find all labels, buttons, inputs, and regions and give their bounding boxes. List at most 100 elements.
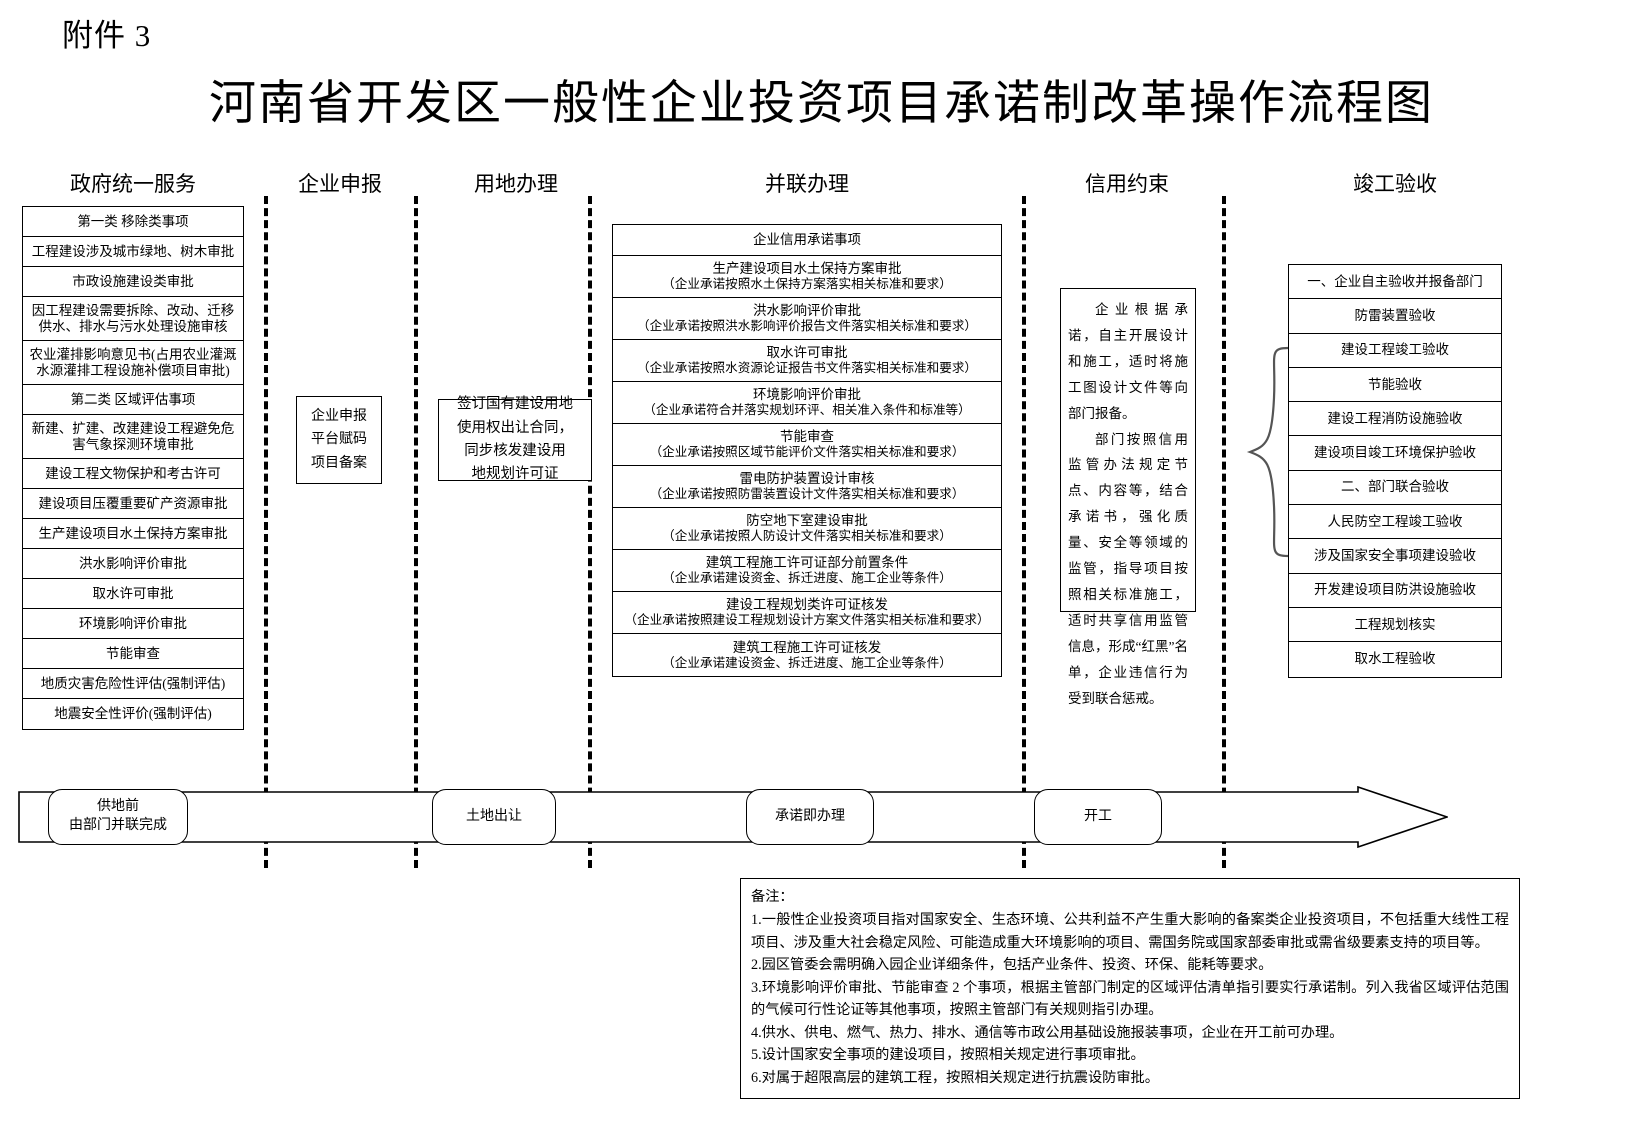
list-item[interactable]: 建筑工程施工许可证核发 （企业承诺建设资金、拆迁进度、施工企业等条件）: [613, 634, 1001, 676]
stage-line-1: 供地前: [97, 799, 139, 815]
attachment-label: 附件 3: [62, 18, 152, 53]
column-header-gov-service: 政府统一服务: [70, 172, 196, 196]
list-item[interactable]: 节能审查: [23, 639, 243, 669]
list-item[interactable]: 地质灾害危险性评估(强制评估): [23, 669, 243, 699]
list-item[interactable]: 建设项目压覆重要矿产资源审批: [23, 489, 243, 519]
notes-box: 备注： 1.一般性企业投资项目指对国家安全、生态环境、公共利益不产生重大影响的备…: [740, 878, 1520, 1099]
note-item: 4.供水、供电、燃气、热力、排水、通信等市政公用基础设施报装事项，企业在开工前可…: [751, 1024, 1344, 1041]
list-item[interactable]: 人民防空工程竣工验收: [1289, 505, 1501, 540]
timeline-stage-start-construction[interactable]: 开工: [1034, 789, 1162, 845]
land-handling-line: 同步核发建设用: [464, 443, 566, 459]
credit-constraint-box[interactable]: 企业根据承诺，自主开展设计和施工，适时将施工图设计文件等向部门报备。 部门按照信…: [1060, 288, 1196, 706]
gov-service-item-list: 第一类 移除类事项 工程建设涉及城市绿地、树木审批 市政设施建设类审批 因工程建…: [22, 206, 244, 730]
list-item[interactable]: 防雷装置验收: [1289, 299, 1501, 334]
stage-line-1: 开工: [1084, 808, 1112, 824]
timeline-stage-commit-and-handle[interactable]: 承诺即办理: [746, 789, 874, 845]
item-subtitle: （企业承诺建设资金、拆迁进度、施工企业等条件）: [662, 655, 952, 670]
item-title: 节能审查: [780, 429, 834, 445]
list-item[interactable]: 工程建设涉及城市绿地、树木审批: [23, 237, 243, 267]
timeline-arrow-icon: [18, 785, 1450, 849]
item-subtitle: （企业承诺按照防雷装置设计文件落实相关标准和要求）: [649, 487, 965, 502]
item-title: 防空地下室建设审批: [746, 513, 868, 529]
note-item: 2.园区管委会需明确入园企业详细条件，包括产业条件、投资、环保、能耗等要求。: [751, 957, 1273, 974]
list-item[interactable]: 建设工程消防设施验收: [1289, 402, 1501, 437]
list-item[interactable]: 涉及国家安全事项建设验收: [1289, 539, 1501, 574]
list-item[interactable]: 农业灌排影响意见书(占用农业灌溉水源灌排工程设施补偿项目审批): [23, 341, 243, 385]
column-divider-1: [264, 196, 268, 868]
list-item[interactable]: 生产建设项目水土保持方案审批: [23, 519, 243, 549]
item-title: 取水许可审批: [766, 345, 848, 361]
column-header-completion-acceptance: 竣工验收: [1353, 172, 1437, 196]
list-item[interactable]: 生产建设项目水土保持方案审批 （企业承诺按照水土保持方案落实相关标准和要求）: [613, 256, 1001, 298]
list-item[interactable]: 取水工程验收: [1354, 651, 1436, 667]
column-divider-4: [1022, 196, 1026, 868]
list-item[interactable]: 企业信用承诺事项: [613, 225, 1001, 256]
note-item: 5.设计国家安全事项的建设项目，按照相关规定进行事项审批。: [751, 1047, 1145, 1064]
item-subtitle: （企业承诺按照区域节能评价文件落实相关标准和要求）: [649, 445, 965, 460]
list-item[interactable]: 取水许可审批 （企业承诺按照水资源论证报告书文件落实相关标准和要求）: [613, 340, 1001, 382]
list-item[interactable]: 地震安全性评价(强制评估): [54, 706, 212, 722]
stage-line-1: 承诺即办理: [775, 808, 845, 824]
stage-line-2: 由部门并联完成: [69, 818, 167, 833]
land-handling-line: 签订国有建设用地: [457, 396, 573, 413]
list-item[interactable]: 建设工程竣工验收: [1289, 334, 1501, 368]
acceptance-item-list: 一、企业自主验收并报备部门 防雷装置验收 建设工程竣工验收 节能验收 建设工程消…: [1288, 264, 1502, 678]
list-item[interactable]: 第一类 移除类事项: [23, 207, 243, 237]
timeline-stage-supply-land[interactable]: 供地前 由部门并联完成: [48, 789, 188, 845]
list-item[interactable]: 建设工程文物保护和考古许可: [23, 459, 243, 489]
list-item[interactable]: 二、部门联合验收: [1289, 471, 1501, 506]
note-item: 3.环境影响评价审批、节能审查 2 个事项，根据主管部门制定的区域评估清单指引要…: [751, 979, 1509, 1019]
column-divider-5: [1222, 196, 1226, 868]
list-item[interactable]: 新建、扩建、改建建设工程避免危害气象探测环境审批: [23, 415, 243, 459]
enterprise-declare-line: 企业申报: [311, 409, 367, 425]
list-item[interactable]: 洪水影响评价审批 （企业承诺按照洪水影响评价报告文件落实相关标准和要求）: [613, 298, 1001, 340]
note-item: 6.对属于超限高层的建筑工程，按照相关规定进行抗震设防审批。: [751, 1069, 1159, 1086]
item-title: 环境影响评价审批: [753, 387, 861, 403]
list-item[interactable]: 开发建设项目防洪设施验收: [1289, 574, 1501, 608]
timeline-stage-land-transfer[interactable]: 土地出让: [432, 789, 556, 845]
enterprise-declare-line: 平台赋码: [311, 432, 367, 448]
acceptance-brace-icon: [1246, 346, 1290, 558]
notes-title: 备注：: [751, 889, 794, 905]
list-item[interactable]: 一、企业自主验收并报备部门: [1289, 265, 1501, 300]
stage-line-1: 土地出让: [466, 808, 522, 824]
list-item[interactable]: 节能审查 （企业承诺按照区域节能评价文件落实相关标准和要求）: [613, 424, 1001, 466]
list-item[interactable]: 雷电防护装置设计审核 （企业承诺按照防雷装置设计文件落实相关标准和要求）: [613, 466, 1001, 508]
column-divider-2: [414, 196, 418, 868]
item-title: 建筑工程施工许可证部分前置条件: [705, 555, 909, 571]
credit-paragraph: 部门按照信用监管办法规定节点、内容等，结合承诺书，强化质量、安全等领域的监管，指…: [1068, 431, 1188, 706]
item-subtitle: （企业承诺符合并落实规划环评、相关准入条件和标准等）: [643, 403, 971, 418]
list-item[interactable]: 环境影响评价审批: [23, 609, 243, 639]
list-item[interactable]: 建设工程规划类许可证核发 （企业承诺按照建设工程规划设计方案文件落实相关标准和要…: [613, 592, 1001, 634]
page-title: 河南省开发区一般性企业投资项目承诺制改革操作流程图: [209, 78, 1434, 130]
item-subtitle: （企业承诺按照洪水影响评价报告文件落实相关标准和要求）: [636, 319, 978, 334]
land-handling-line: 使用权出让合同，: [457, 419, 573, 436]
enterprise-declare-box[interactable]: 企业申报 平台赋码 项目备案: [296, 396, 382, 484]
column-header-land-handling: 用地办理: [474, 172, 558, 196]
land-handling-box[interactable]: 签订国有建设用地 使用权出让合同， 同步核发建设用 地规划许可证: [438, 396, 592, 482]
column-header-credit-constraint: 信用约束: [1085, 172, 1169, 196]
land-handling-line: 地规划许可证: [471, 466, 559, 483]
list-item[interactable]: 工程规划核实: [1289, 608, 1501, 643]
item-title: 雷电防护装置设计审核: [739, 471, 875, 487]
list-item[interactable]: 建设项目竣工环境保护验收: [1289, 436, 1501, 471]
column-divider-3: [588, 196, 592, 868]
list-item[interactable]: 市政设施建设类审批: [23, 267, 243, 297]
list-item[interactable]: 环境影响评价审批 （企业承诺符合并落实规划环评、相关准入条件和标准等）: [613, 382, 1001, 424]
item-title: 洪水影响评价审批: [753, 303, 861, 319]
credit-paragraph: 企业根据承诺，自主开展设计和施工，适时将施工图设计文件等向部门报备。: [1068, 302, 1188, 421]
list-item[interactable]: 取水许可审批: [23, 579, 243, 609]
parallel-handling-item-list: 企业信用承诺事项 生产建设项目水土保持方案审批 （企业承诺按照水土保持方案落实相…: [612, 224, 1002, 677]
note-item: 1.一般性企业投资项目指对国家安全、生态环境、公共利益不产生重大影响的备案类企业…: [751, 912, 1509, 951]
item-subtitle: （企业承诺建设资金、拆迁进度、施工企业等条件）: [662, 571, 952, 586]
list-item[interactable]: 防空地下室建设审批 （企业承诺按照人防设计文件落实相关标准和要求）: [613, 508, 1001, 550]
list-item[interactable]: 第二类 区域评估事项: [23, 385, 243, 415]
item-title: 建筑工程施工许可证核发: [732, 639, 882, 655]
item-subtitle: （企业承诺按照人防设计文件落实相关标准和要求）: [662, 529, 952, 544]
item-subtitle: （企业承诺按照水土保持方案落实相关标准和要求）: [662, 277, 952, 292]
item-subtitle: （企业承诺按照水资源论证报告书文件落实相关标准和要求）: [636, 361, 978, 376]
list-item[interactable]: 节能验收: [1289, 368, 1501, 403]
list-item[interactable]: 洪水影响评价审批: [23, 549, 243, 579]
list-item[interactable]: 建筑工程施工许可证部分前置条件 （企业承诺建设资金、拆迁进度、施工企业等条件）: [613, 550, 1001, 592]
list-item[interactable]: 因工程建设需要拆除、改动、迁移供水、排水与污水处理设施审核: [23, 297, 243, 341]
